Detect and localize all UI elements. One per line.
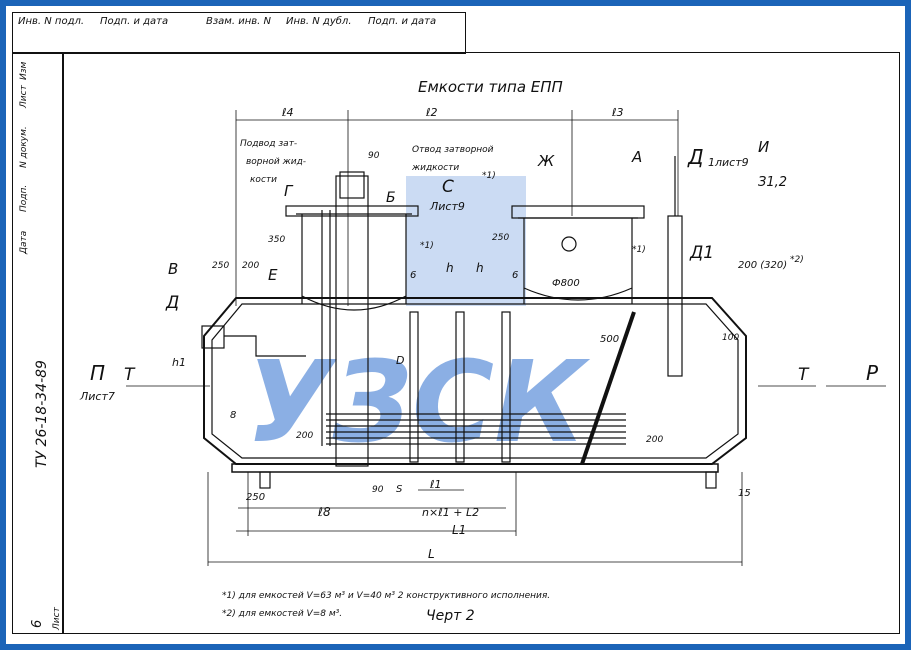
pipe-top-cap	[339, 171, 365, 199]
center-pipe	[335, 175, 369, 467]
right-column	[667, 215, 683, 377]
dim-200a: 200	[242, 261, 259, 271]
tank-inner-shell	[211, 303, 739, 459]
dim-350: 350	[268, 235, 285, 245]
label-s: С	[442, 177, 454, 197]
drawing-title: Емкости типа ЕПП	[418, 78, 563, 96]
label-star1-a: *1)	[482, 171, 496, 181]
label-r: Р	[866, 361, 879, 385]
label-t-left: Т	[124, 365, 136, 385]
stamp-cell-inv-dup: Инв. N дубл.	[286, 16, 352, 27]
label-otvod-2: жидкости	[411, 163, 459, 173]
label-star1-b: *1)	[420, 241, 434, 251]
dim-h-1: h	[446, 261, 454, 275]
label-g: Г	[284, 182, 294, 200]
dim-250b: 250	[492, 233, 509, 243]
dim-250c: 250	[246, 492, 265, 503]
dim-s: S	[396, 484, 403, 495]
label-sheet7: Лист7	[79, 390, 115, 403]
dim-90b: 90	[372, 485, 384, 495]
base-plate	[231, 463, 719, 473]
label-p: П	[90, 361, 105, 385]
label-i: И	[758, 138, 769, 156]
label-d-top: Д	[687, 145, 704, 169]
dim-nxl1: n×ℓ1 + L2	[422, 506, 479, 519]
label-otvod-1: Отвод затворной	[412, 145, 494, 155]
manhole	[561, 236, 577, 252]
dim-100: 100	[722, 333, 739, 343]
footnote-2: *2) для емкостей V=8 м³.	[222, 609, 342, 619]
dim-L1: L1	[452, 523, 466, 537]
dim-phi800: Ф800	[552, 278, 580, 289]
tank-drawing: УЗСК	[79, 78, 886, 624]
dim-L: L	[428, 547, 435, 561]
label-podvod-2: ворной жид-	[246, 157, 306, 167]
label-b: Б	[386, 190, 396, 206]
sensor-2	[455, 311, 465, 463]
support-left	[259, 471, 271, 489]
footnote-1: *1) для емкостей V=63 м³ и V=40 м³ 2 кон…	[222, 591, 550, 601]
stamp-cell-replace-inv: Взам. инв. N	[206, 16, 271, 27]
dim-90: 90	[368, 151, 380, 161]
dim-200c: 200	[646, 435, 663, 445]
dim-h1: h1	[172, 356, 186, 369]
dim-200-320: 200 (320)	[738, 260, 787, 271]
label-v: В	[168, 260, 178, 278]
dim-6b: 6	[512, 270, 518, 281]
left-neck-cap	[285, 205, 419, 217]
dim-200b: 200	[296, 431, 313, 441]
label-star1-c: *1)	[632, 245, 646, 255]
left-inlet	[201, 325, 225, 349]
sensor-3	[501, 311, 511, 463]
dim-h-2: h	[476, 261, 484, 275]
label-d1: Д1	[689, 243, 714, 263]
label-t-right: Т	[798, 365, 810, 385]
drawing-frame	[62, 52, 900, 634]
label-zh: Ж	[537, 152, 555, 170]
label-star2: *2)	[790, 255, 804, 265]
heating-coil	[326, 413, 626, 445]
stamp-cell-sign-date-1: Подп. и дата	[100, 16, 169, 27]
label-sheet9b: 1лист9	[708, 156, 749, 169]
dimension-lines	[126, 110, 886, 566]
dim-500: 500	[600, 334, 619, 345]
drawing-sheet: Инв. N подл. Подп. и дата Взам. инв. N И…	[6, 6, 905, 644]
label-z12: З1,2	[758, 175, 787, 190]
dim-l2: ℓ2	[425, 106, 438, 119]
label-a: А	[631, 148, 642, 166]
dim-250a: 250	[212, 261, 229, 271]
slanted-pipe	[580, 311, 636, 465]
dim-15: 15	[738, 488, 751, 499]
right-neck-cap	[511, 205, 645, 219]
drawing-caption: Черт 2	[426, 608, 475, 624]
stamp-cell-sign-date-2: Подп. и дата	[368, 16, 437, 27]
top-stamp-table	[12, 12, 466, 54]
label-e: Е	[268, 266, 278, 284]
stamp-cell-inv-orig: Инв. N подл.	[18, 16, 85, 27]
label-d-left: Д	[165, 293, 179, 313]
side-stamp-column	[12, 52, 64, 634]
sensor-1	[409, 311, 419, 463]
label-podvod-1: Подвод зат-	[240, 139, 297, 149]
right-neck	[518, 217, 638, 304]
label-podvod-3: кости	[250, 175, 277, 185]
dim-l4: ℓ4	[281, 106, 294, 119]
dim-l8: ℓ8	[317, 505, 331, 519]
watermark-bar	[406, 176, 526, 306]
label-d-vert: D	[396, 354, 404, 367]
left-neck	[296, 213, 412, 311]
support-right	[705, 471, 717, 489]
dim-8: 8	[230, 410, 236, 421]
dim-l1: ℓ1	[429, 478, 442, 491]
label-sheet9: Лист9	[429, 200, 465, 213]
dim-6a: 6	[410, 270, 416, 281]
dim-l3: ℓ3	[611, 106, 624, 119]
